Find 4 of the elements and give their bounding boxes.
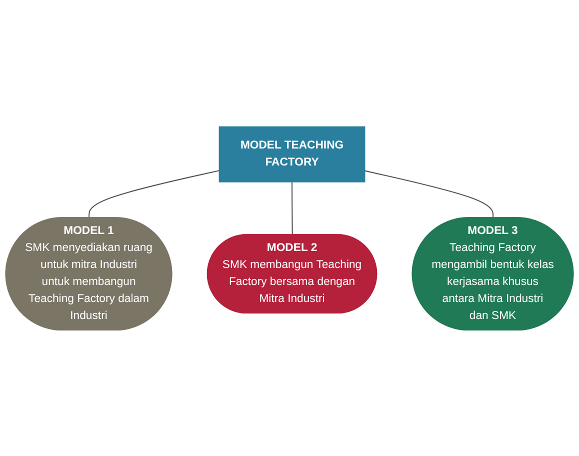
connector bbox=[291, 182, 293, 234]
connector bbox=[364, 170, 494, 218]
connector bbox=[88, 170, 220, 218]
node-box: MODEL TEACHING FACTORY bbox=[218, 126, 366, 182]
